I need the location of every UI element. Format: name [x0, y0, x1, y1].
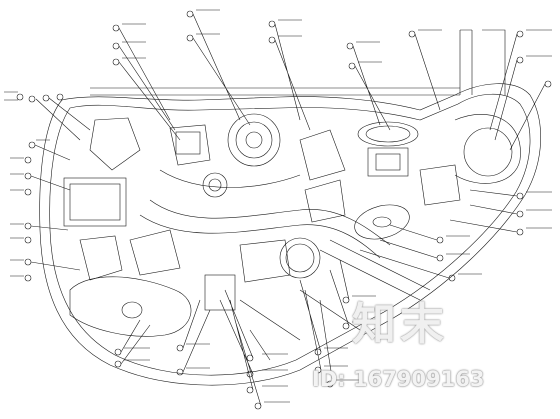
central-fountain: [227, 113, 281, 167]
east-pond: [354, 204, 410, 240]
site-boundary: [39, 83, 541, 386]
south-round-plaza: [279, 237, 321, 279]
inner-boundary: [49, 93, 531, 376]
building-block-west: [63, 177, 127, 227]
top-road: [90, 87, 460, 96]
east-circle-court: [463, 127, 513, 177]
watermark-id: ID: 167909163: [312, 367, 485, 391]
oval-plaza: [357, 121, 419, 147]
watermark-logo: 知末: [352, 299, 448, 350]
southwest-pond: [69, 276, 192, 337]
